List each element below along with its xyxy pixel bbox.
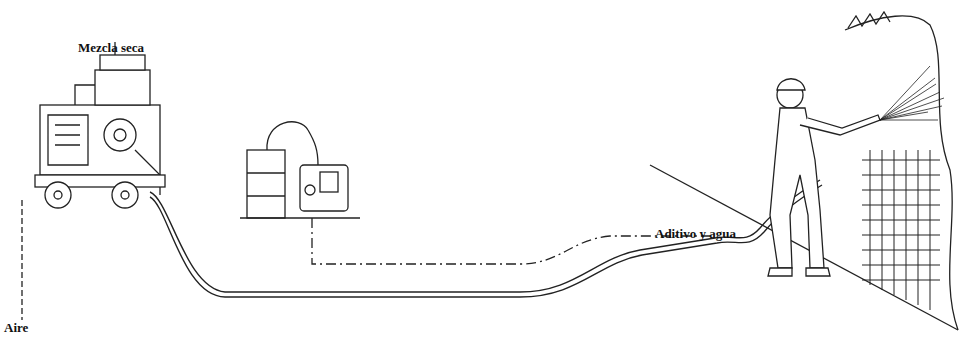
reinforcement-mesh — [862, 150, 940, 310]
additive-line — [312, 218, 715, 264]
additive-barrels — [240, 150, 360, 218]
rock-face — [845, 16, 958, 330]
spray-jet — [880, 66, 944, 120]
nozzleman — [768, 79, 880, 276]
additive-pump — [267, 122, 348, 211]
part-label: Mezcla seca — [78, 40, 144, 56]
shotcrete-machine — [35, 42, 165, 208]
part-label: Aire — [4, 320, 28, 336]
rock-texture — [848, 12, 890, 28]
line-label: Aditivo y agua — [655, 226, 736, 242]
air-line — [21, 200, 22, 320]
